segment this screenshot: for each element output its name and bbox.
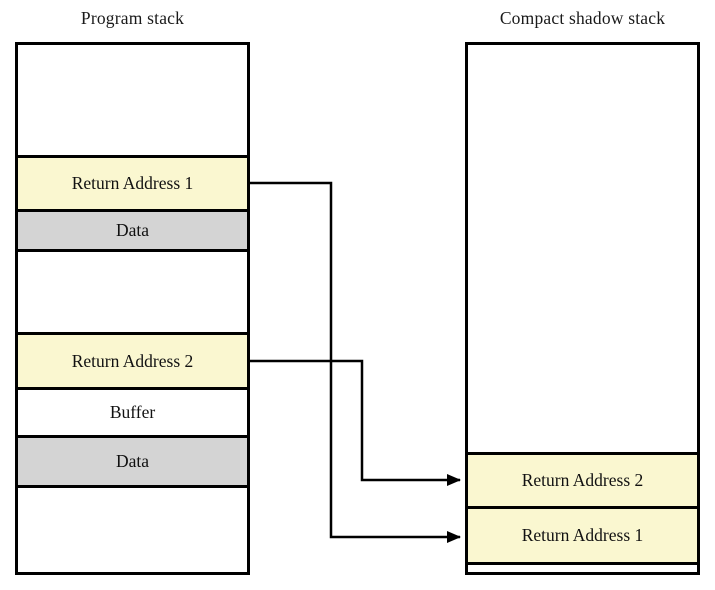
segment-buffer: Buffer [18, 390, 247, 438]
program-stack-title: Program stack [80, 8, 185, 28]
segment-label: Data [115, 220, 150, 240]
compact-shadow-stack: Return Address 2 Return Address 1 [465, 42, 700, 575]
segment-label: Return Address 1 [71, 173, 194, 193]
arrow-return-address-1 [250, 181, 461, 543]
segment-label: Buffer [109, 402, 156, 422]
segment-return-address-2: Return Address 2 [468, 452, 697, 509]
empty-segment [468, 45, 697, 452]
empty-segment [468, 565, 697, 572]
program-stack: Return Address 1 Data Return Address 2 B… [15, 42, 250, 575]
shadow-stack-title: Compact shadow stack [499, 8, 666, 28]
segment-return-address-1: Return Address 1 [18, 155, 247, 212]
empty-segment [18, 45, 247, 155]
segment-return-address-1: Return Address 1 [468, 509, 697, 565]
segment-data: Data [18, 438, 247, 488]
segment-data: Data [18, 212, 247, 252]
segment-label: Return Address 2 [521, 470, 644, 490]
segment-label: Return Address 1 [521, 525, 644, 545]
arrow-return-address-2 [250, 359, 461, 486]
segment-return-address-2: Return Address 2 [18, 332, 247, 390]
segment-label: Return Address 2 [71, 350, 194, 371]
empty-segment [18, 488, 247, 572]
empty-segment [18, 252, 247, 332]
segment-label: Data [115, 451, 150, 471]
